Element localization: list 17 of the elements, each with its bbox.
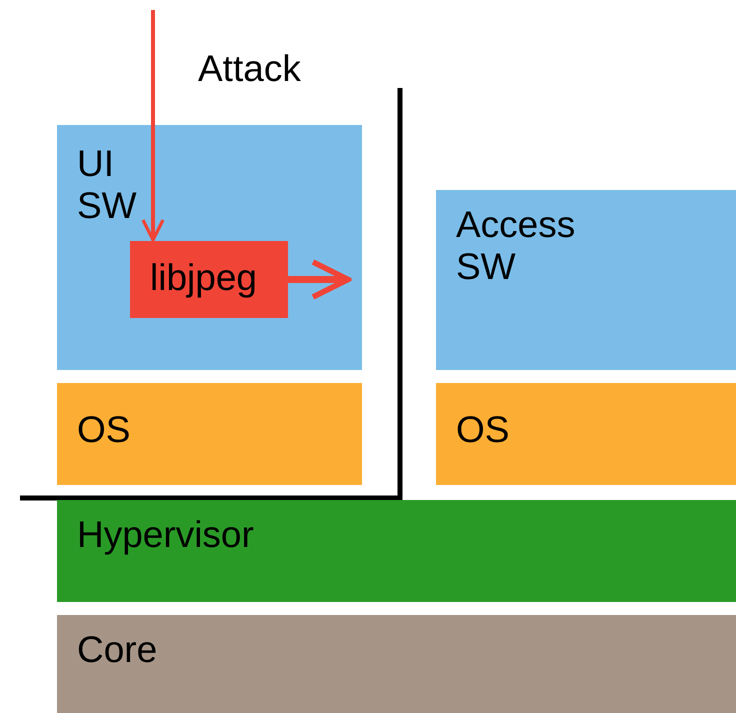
hypervisor-layer: [57, 500, 736, 602]
library-box: [130, 241, 288, 318]
attack-label: Attack: [198, 48, 301, 90]
layer-label: Hypervisor: [77, 514, 254, 556]
os-layer: [57, 383, 362, 485]
core-layer: [57, 615, 736, 713]
software-layer: [436, 190, 736, 370]
os-layer: [436, 383, 736, 485]
layer-label: OS: [77, 409, 130, 451]
attack-arrow: [141, 10, 165, 242]
layer-label: libjpeg: [150, 257, 257, 299]
layer-label: Core: [77, 629, 158, 671]
layer-label: UI SW: [77, 143, 137, 227]
software-layer: [57, 125, 362, 370]
layer-label: Access SW: [456, 204, 576, 288]
layer-label: OS: [456, 409, 510, 451]
attack-arrow: [288, 259, 351, 300]
